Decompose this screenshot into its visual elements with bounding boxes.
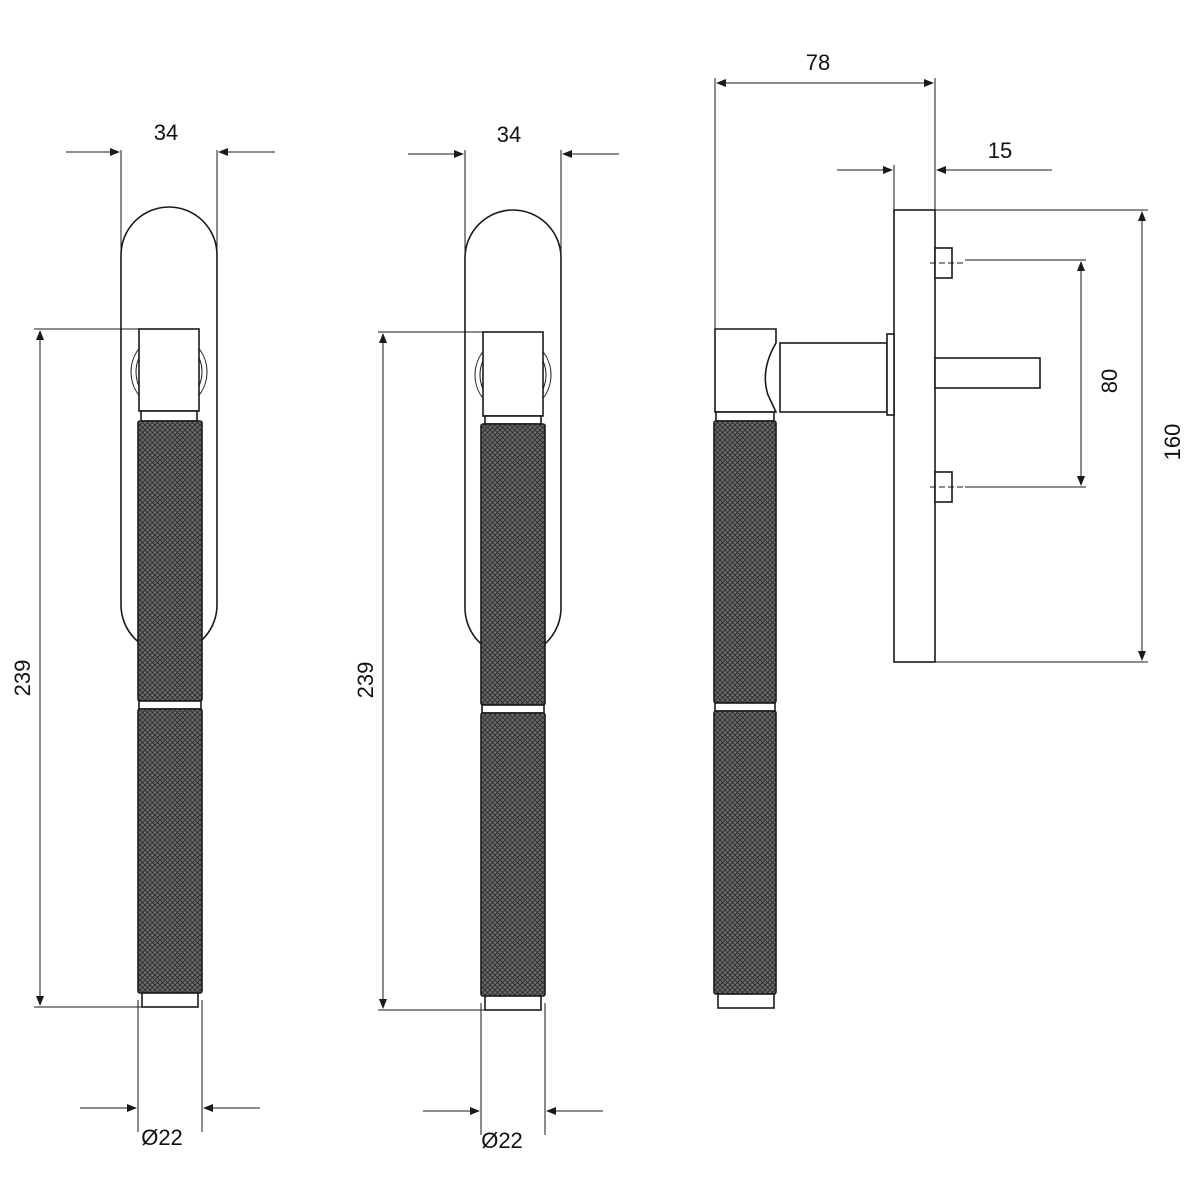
height-dimension-label: 239 [10, 660, 35, 697]
knurled-grip-upper [480, 423, 546, 706]
side-backplate [893, 209, 936, 663]
collar-ring [715, 411, 775, 422]
collar-ring [484, 415, 542, 425]
front-view-1: 34 239 Ø22 [10, 120, 275, 1150]
knurled-grip-upper [713, 420, 777, 704]
knurled-grip-lower [137, 708, 203, 994]
end-cap [141, 992, 199, 1008]
screw-spacing-dimension-label: 80 [1097, 369, 1122, 393]
screw-top [930, 247, 965, 279]
side-view: 78 15 80 160 [713, 50, 1185, 1009]
width-dimension-label: 34 [154, 120, 178, 145]
square-spindle [934, 357, 1041, 389]
diameter-dimension-label: Ø22 [141, 1125, 183, 1150]
plate-thickness-dimension-label: 15 [988, 138, 1012, 163]
handle-collar [138, 328, 200, 412]
handle-shaft [779, 342, 888, 413]
knurled-grip-lower [480, 712, 546, 997]
projection-dimension-label: 78 [806, 50, 830, 75]
end-cap [484, 995, 542, 1011]
shaft-flange [886, 333, 895, 416]
grip-separator [138, 700, 202, 710]
plate-height-dimension-label: 160 [1160, 424, 1185, 461]
front-view-2: 34 239 Ø22 [353, 122, 619, 1153]
handle-head [714, 328, 778, 413]
diameter-dimension-label: Ø22 [481, 1128, 523, 1153]
grip-separator [481, 704, 545, 714]
collar-ring [140, 410, 198, 422]
width-dimension-label: 34 [497, 122, 521, 147]
grip-separator [714, 702, 776, 712]
screw-bottom [930, 471, 965, 503]
knurled-grip-upper [137, 420, 203, 702]
handle-collar [482, 331, 544, 417]
end-cap [717, 993, 775, 1009]
height-dimension-label: 239 [353, 662, 378, 699]
knurled-grip-lower [713, 710, 777, 995]
